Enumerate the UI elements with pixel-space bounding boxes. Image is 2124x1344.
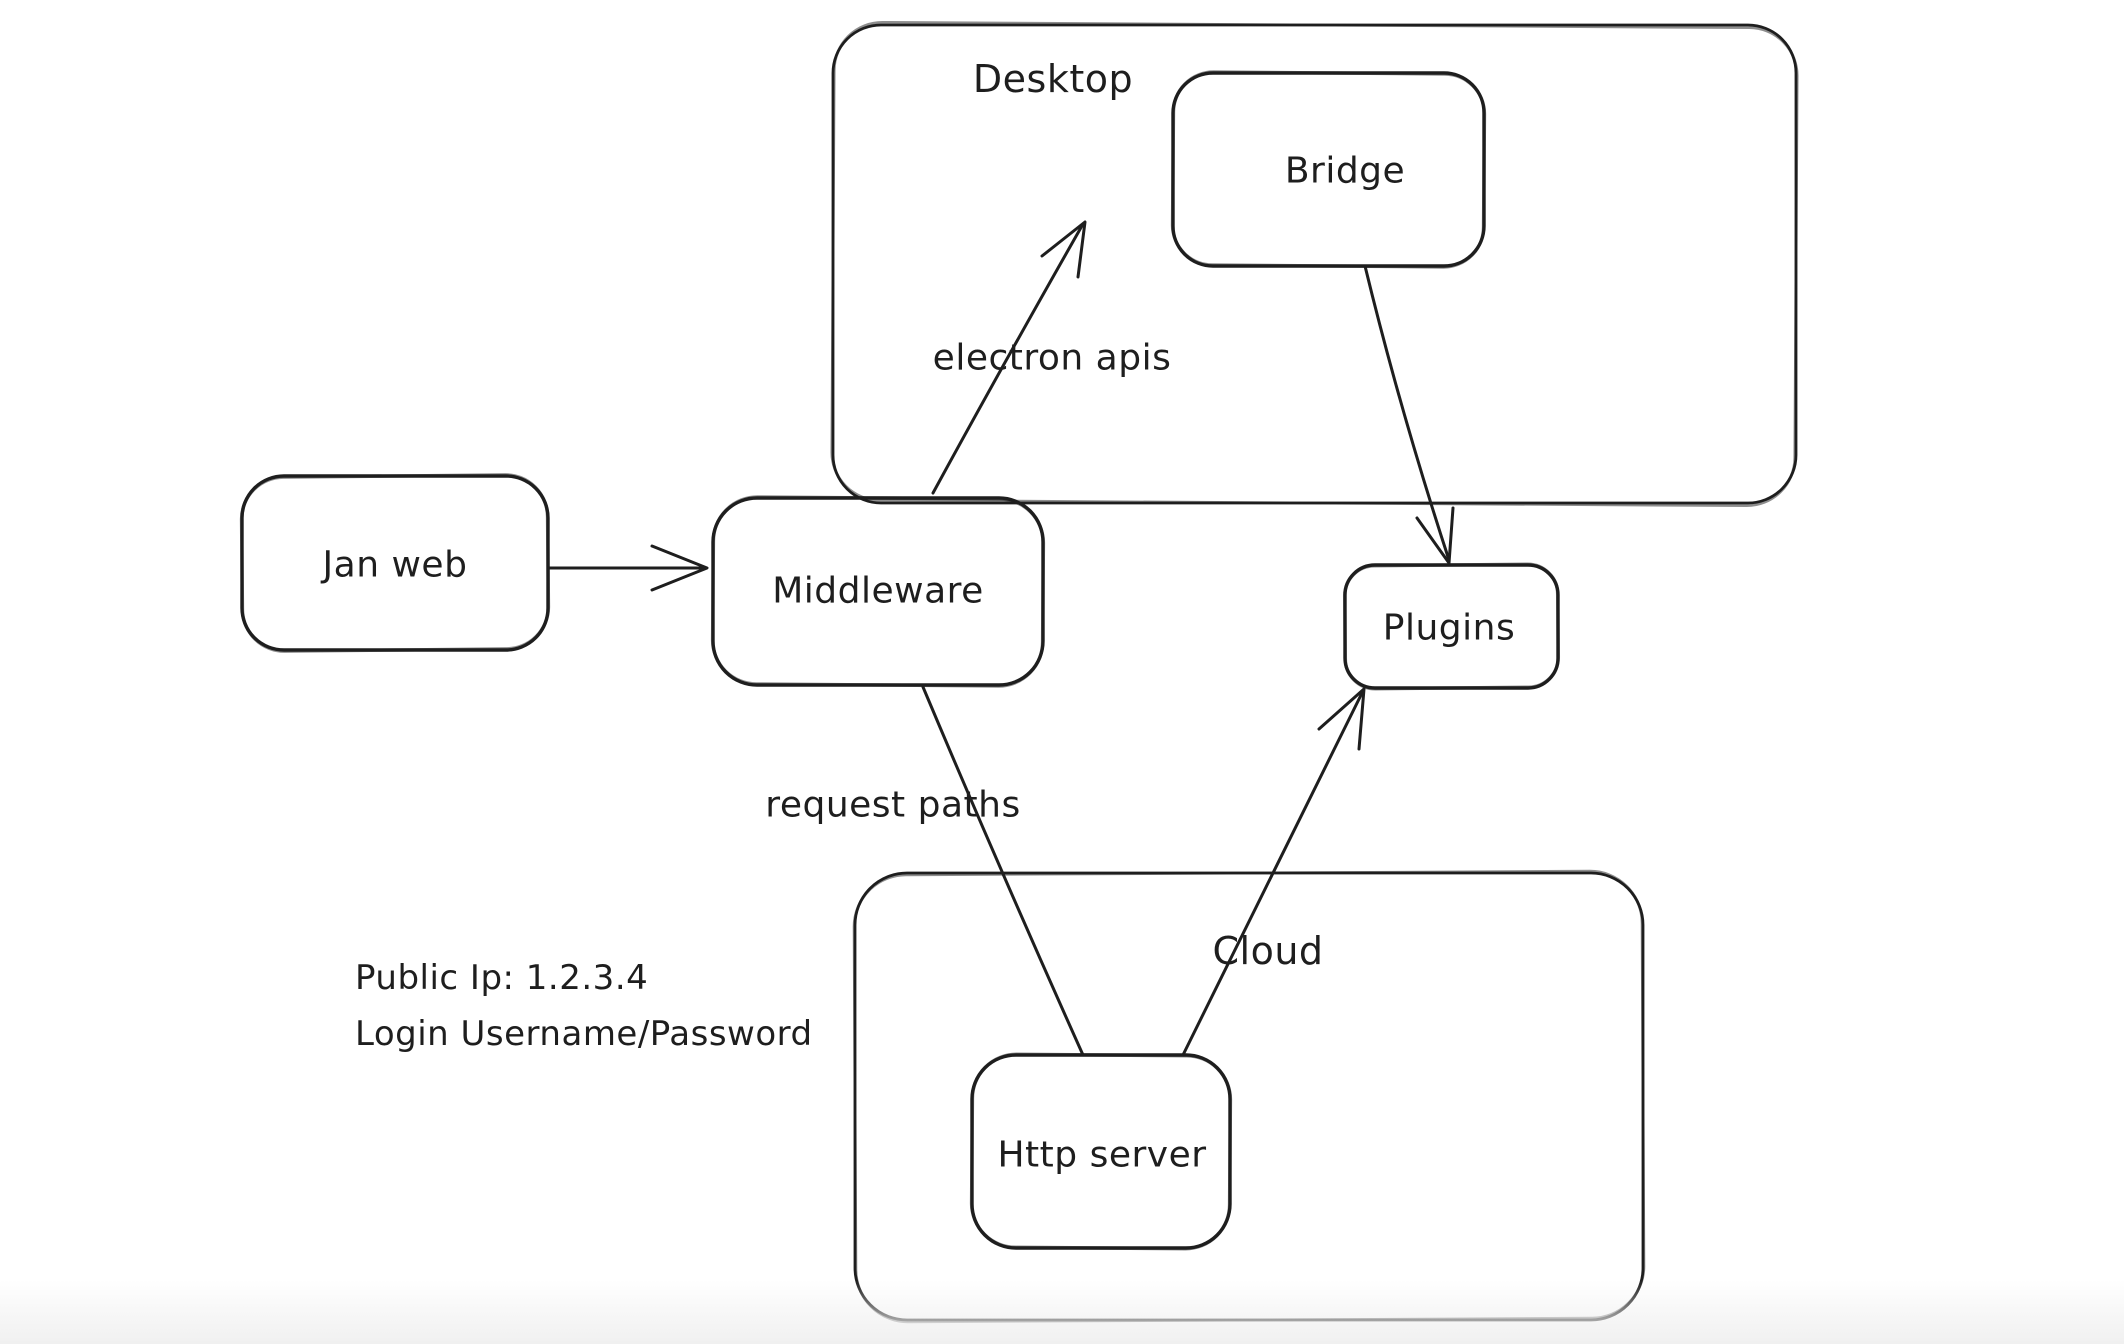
request-paths-edge-label[interactable]: request paths [765, 784, 1021, 826]
electron-apis-edge-label[interactable]: electron apis [932, 337, 1172, 379]
edge-middleware-to-http-server[interactable] [921, 685, 1085, 1057]
plugins-node[interactable] [1342, 562, 1561, 691]
edge-bridge-to-plugins[interactable] [1363, 264, 1455, 565]
jan-web-node[interactable] [239, 473, 551, 653]
middleware-label[interactable]: Middleware [772, 570, 984, 612]
bridge-node[interactable] [1170, 70, 1487, 269]
arrowhead-up-right-icon [1040, 220, 1087, 279]
middleware-node[interactable] [710, 495, 1046, 688]
login-credentials-annotation[interactable]: Login Username/Password [355, 1014, 813, 1054]
http-server-node[interactable] [969, 1052, 1233, 1251]
http-server-label[interactable]: Http server [997, 1134, 1207, 1176]
edge-http-server-to-plugins[interactable] [1181, 687, 1366, 1057]
arrowhead-up-right-icon [1317, 687, 1366, 751]
cloud-label[interactable]: Cloud [1212, 929, 1324, 973]
arrowhead-right-icon [650, 544, 709, 592]
plugins-label[interactable]: Plugins [1382, 607, 1516, 649]
jan-web-label[interactable]: Jan web [322, 544, 468, 586]
public-ip-annotation[interactable]: Public Ip: 1.2.3.4 [355, 958, 649, 998]
bridge-label[interactable]: Bridge [1284, 150, 1406, 192]
desktop-container[interactable] [830, 20, 1799, 508]
edge-middleware-to-bridge[interactable] [931, 220, 1087, 495]
edge-jan-web-to-middleware[interactable] [546, 544, 709, 592]
arrowhead-down-icon [1415, 506, 1455, 565]
desktop-label[interactable]: Desktop [972, 57, 1134, 101]
